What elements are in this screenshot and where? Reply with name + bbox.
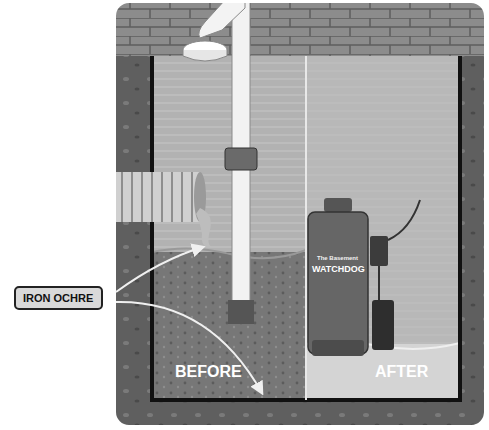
section-label: AFTER xyxy=(375,363,428,381)
callout-text: IRON OCHRE xyxy=(23,292,94,304)
callout-box: IRON OCHRE xyxy=(14,286,103,310)
brand-text: WATCHDOG xyxy=(312,264,365,274)
brand-text: The Basement xyxy=(317,255,358,261)
leader-line xyxy=(116,302,262,393)
section-label: BEFORE xyxy=(175,363,242,381)
leader-line xyxy=(116,247,203,292)
